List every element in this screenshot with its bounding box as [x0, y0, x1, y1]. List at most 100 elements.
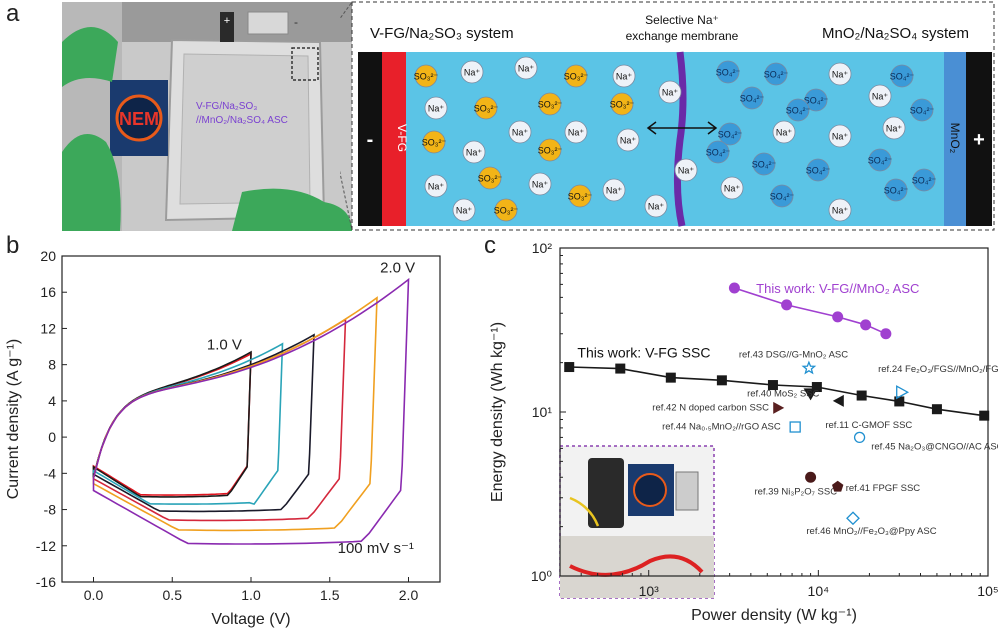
sulfate-ion — [912, 168, 936, 192]
device-label-line2: //MnO₂/Na₂SO₄ ASC — [196, 115, 288, 126]
reference-label: ref.43 DSG//G-MnO₂ ASC — [739, 349, 848, 360]
y-tick-label: -4 — [44, 465, 57, 481]
left-system-title: V-FG/Na₂SO₃ system — [370, 25, 514, 42]
sodium-ion — [460, 60, 484, 84]
sulfate-ion — [868, 148, 892, 172]
series-point — [767, 380, 778, 391]
sulfite-ion — [478, 166, 502, 190]
series-point — [860, 319, 872, 331]
sulfate-ion-label: SO₄²⁻ — [740, 94, 765, 104]
series-point — [894, 396, 905, 407]
reference-label: ref.24 Fe₂O₃/FGS//MnO₂/FGS ASC — [878, 364, 998, 375]
series-point — [665, 372, 676, 383]
sodium-ion — [674, 158, 698, 182]
sodium-ion — [424, 96, 448, 120]
sulfite-ion — [564, 64, 588, 88]
reference-label: ref.11 C-GMOF SSC — [825, 420, 912, 431]
cv-curve — [92, 333, 315, 513]
series-point — [781, 299, 793, 311]
reference-label: ref.45 Na₂O₃@CNGO//AC ASC — [871, 442, 998, 453]
reference-marker — [832, 394, 844, 407]
y-tick-label: 0 — [48, 429, 56, 445]
sulfite-ion — [538, 92, 562, 116]
sulfite-ion — [414, 64, 438, 88]
annotation-1v: 1.0 V — [207, 336, 242, 353]
y-tick-label: -16 — [36, 574, 56, 590]
cv-curve — [92, 342, 284, 506]
sodium-ion-label: Na⁺ — [428, 104, 445, 114]
sulfate-ion-label: SO₄²⁻ — [770, 192, 795, 202]
sulfate-ion — [884, 178, 908, 202]
sodium-ion-label: Na⁺ — [466, 148, 483, 158]
sodium-ion-label: Na⁺ — [518, 64, 535, 74]
annotation-2v: 2.0 V — [380, 259, 415, 276]
sodium-ion — [612, 64, 636, 88]
sulfite-ion-label: SO₃²⁻ — [414, 72, 439, 82]
sulfate-ion-label: SO₄²⁻ — [890, 72, 915, 82]
sulfate-ion — [806, 158, 830, 182]
sulfate-ion — [716, 60, 740, 84]
sodium-ion-label: Na⁺ — [620, 136, 637, 146]
sulfite-ion-label: SO₃²⁻ — [422, 138, 447, 148]
nem-logo: NEM — [110, 80, 168, 156]
sodium-ion — [424, 174, 448, 198]
sodium-ion-label: Na⁺ — [886, 124, 903, 134]
sulfate-ion-label: SO₄²⁻ — [806, 166, 831, 176]
membrane-title-line1: Selective Na⁺ — [645, 13, 719, 27]
vfg-electrode — [382, 52, 406, 226]
sodium-ion — [828, 124, 852, 148]
sulfite-ion — [568, 184, 592, 208]
sulfate-ion — [706, 140, 730, 164]
x-axis-label: Voltage (V) — [211, 611, 290, 628]
sulfite-ion-label: SO₃²⁻ — [474, 104, 499, 114]
sodium-ion — [828, 62, 852, 86]
cell-schematic: V-FG/Na₂SO₃ system Selective Na⁺ exchang… — [340, 1, 995, 231]
ragone-references: ref.43 DSG//G-MnO₂ ASC ref.24 Fe₂O₃/FGS//… — [652, 349, 998, 537]
sodium-ion-label: Na⁺ — [678, 166, 695, 176]
inset-photo — [559, 445, 715, 599]
x-tick-label: 1.5 — [320, 587, 340, 603]
x-tick-label: 10⁴ — [808, 583, 830, 599]
sodium-ion — [462, 140, 486, 164]
right-sign: + — [973, 129, 985, 151]
cv-curve — [92, 277, 410, 545]
series-point — [564, 362, 575, 373]
series-point — [979, 410, 990, 421]
sulfate-ion-label: SO₄²⁻ — [884, 186, 909, 196]
series-label-asc: This work: V-FG//MnO₂ ASC — [756, 281, 919, 296]
device-label-line1: V-FG/Na₂SO₃ — [196, 101, 257, 112]
series-line — [569, 366, 985, 417]
sulfite-ion-label: SO₃²⁻ — [610, 100, 635, 110]
y-axis-label: Current density (A g⁻¹) — [5, 339, 22, 500]
x-tick-label: 2.0 — [399, 587, 419, 603]
sulfite-ion-label: SO₃²⁻ — [538, 100, 563, 110]
x-tick-label: 10⁵ — [977, 583, 998, 599]
sulfate-ion-label: SO₄²⁻ — [910, 106, 935, 116]
sulfate-ion-label: SO₄²⁻ — [912, 176, 937, 186]
y-axis-label: Energy density (Wh kg⁻¹) — [489, 322, 506, 502]
series-point — [832, 311, 844, 323]
x-tick-label: 0.5 — [163, 587, 183, 603]
sulfate-ion-label: SO₄²⁻ — [752, 160, 777, 170]
sodium-ion — [882, 116, 906, 140]
sodium-ion — [616, 128, 640, 152]
pouch-cell — [164, 38, 326, 222]
sulfate-ion-label: SO₄²⁻ — [716, 68, 741, 78]
y-tick-label: -12 — [36, 538, 56, 554]
sodium-ion — [508, 120, 532, 144]
sodium-ion-label: Na⁺ — [776, 128, 793, 138]
vfg-electrode-label: V-FG — [395, 124, 409, 152]
x-tick-label: 10³ — [639, 583, 660, 599]
sulfate-ion-label: SO₄²⁻ — [718, 130, 743, 140]
y-tick-label: 16 — [40, 284, 56, 300]
sulfate-ion — [718, 122, 742, 146]
cv-series — [92, 277, 410, 545]
sulfite-ion — [494, 198, 518, 222]
positive-tab-sign: + — [224, 15, 230, 27]
sulfite-ion — [610, 92, 634, 116]
series-point — [615, 363, 626, 374]
x-tick-label: 1.0 — [241, 587, 261, 603]
